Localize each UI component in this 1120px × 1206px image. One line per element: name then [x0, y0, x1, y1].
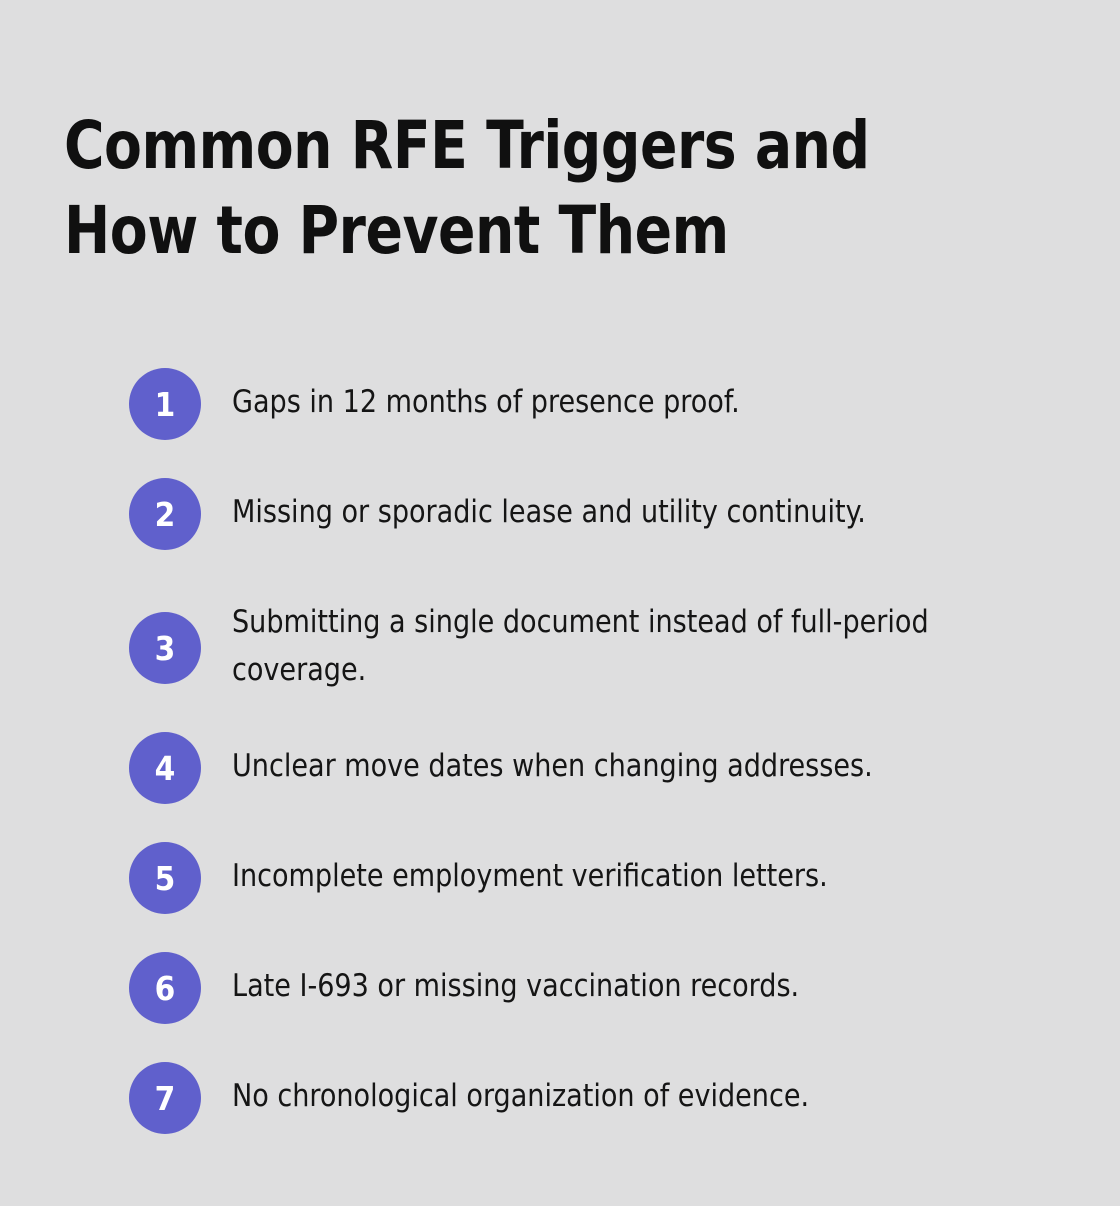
list-item-label: Missing or sporadic lease and utility co…	[232, 494, 866, 530]
list-item: 3 Submitting a single document instead o…	[129, 588, 1059, 694]
list-item-label: Late I-693 or missing vaccination record…	[232, 968, 800, 1004]
list-item-number-badge: 2	[129, 478, 201, 550]
list-item: 7 No chronological organization of evide…	[129, 1062, 1059, 1134]
list-item-label: No chronological organization of evidenc…	[232, 1078, 810, 1114]
list-item-number-badge: 3	[129, 612, 201, 684]
list-item-label: Unclear move dates when changing address…	[232, 748, 873, 784]
list-item-number-badge: 7	[129, 1062, 201, 1134]
title-block: Common RFE Triggers and How to Prevent T…	[64, 103, 1064, 273]
list-item-label: Gaps in 12 months of presence proof.	[232, 384, 740, 420]
list-item: 4 Unclear move dates when changing addre…	[129, 732, 1059, 804]
list-item-number-badge: 4	[129, 732, 201, 804]
list-item: 5 Incomplete employment verification let…	[129, 842, 1059, 914]
list-item-number-badge: 6	[129, 952, 201, 1024]
list-item-number-badge: 1	[129, 368, 201, 440]
list-item-label: Submitting a single document instead of …	[232, 604, 929, 688]
numbered-list: 1 Gaps in 12 months of presence proof. 2…	[129, 368, 1059, 1134]
list-item-label: Incomplete employment verification lette…	[232, 858, 828, 894]
list-item: 2 Missing or sporadic lease and utility …	[129, 478, 1059, 550]
list-item: 1 Gaps in 12 months of presence proof.	[129, 368, 1059, 440]
page-title: Common RFE Triggers and How to Prevent T…	[64, 107, 870, 269]
list-item: 6 Late I-693 or missing vaccination reco…	[129, 952, 1059, 1024]
list-item-number-badge: 5	[129, 842, 201, 914]
